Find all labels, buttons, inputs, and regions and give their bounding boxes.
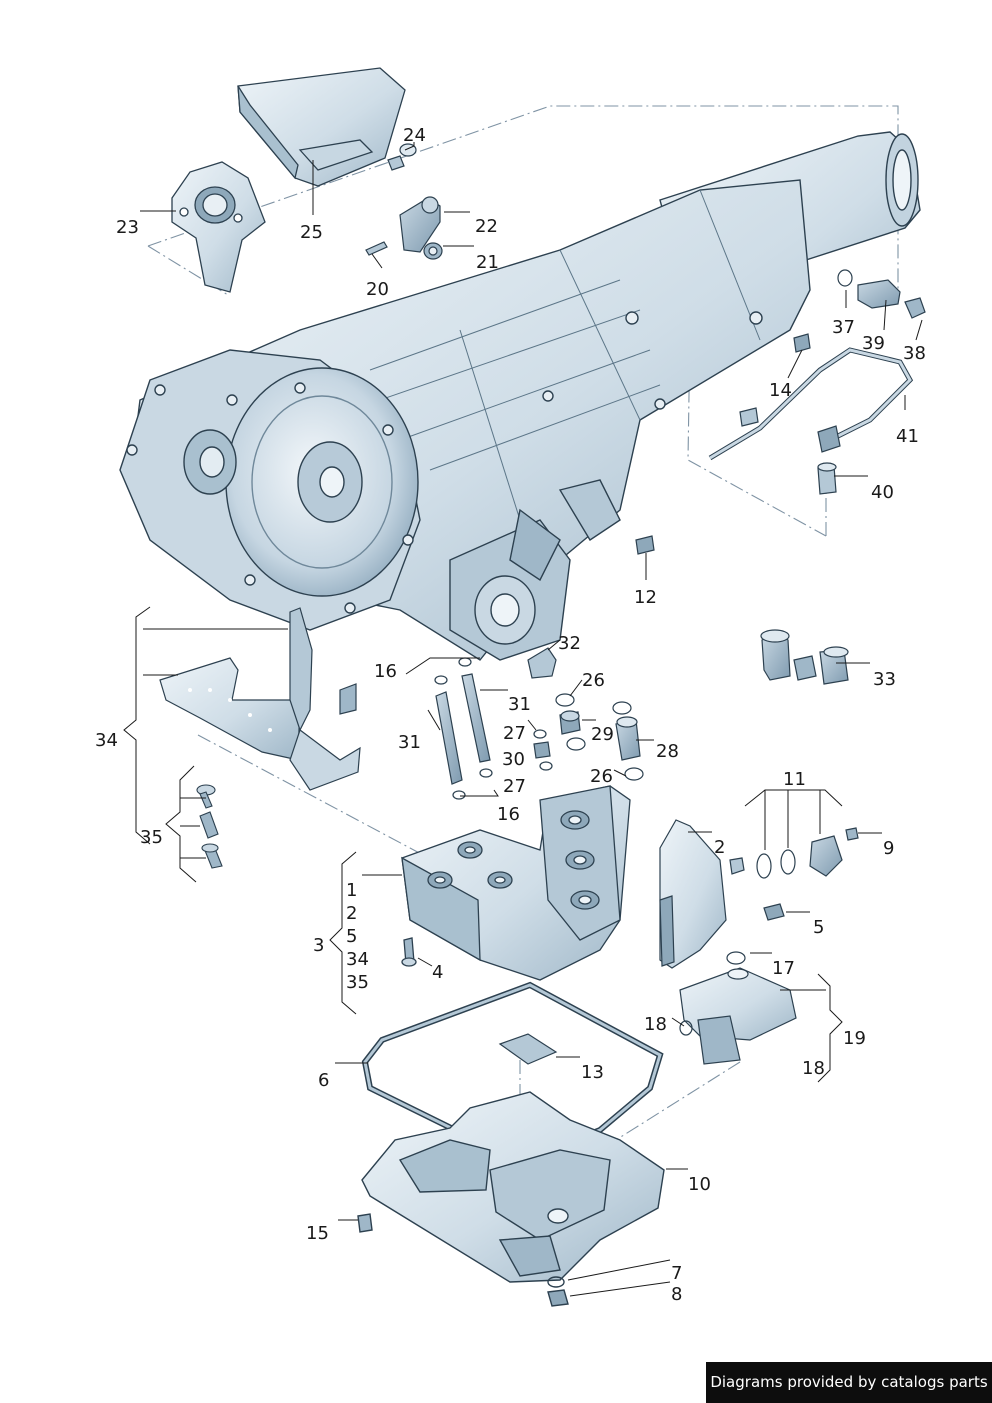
- callout-label: 18: [644, 1014, 667, 1035]
- callout-label: 3: [313, 935, 325, 956]
- valve-body-callout-list: 1 2 5 34 35: [346, 879, 369, 994]
- callout-label: 29: [591, 724, 614, 745]
- callout-label: 1: [346, 880, 358, 901]
- callout-label: 2: [714, 837, 726, 858]
- callout-label: 16: [374, 661, 397, 682]
- callout-label: 17: [772, 958, 795, 979]
- callout-label: 6: [318, 1070, 330, 1091]
- callout-label: 37: [832, 317, 855, 338]
- callout-label: 31: [508, 694, 531, 715]
- oil-pan: [357, 1091, 665, 1307]
- control-unit-plate: [659, 819, 785, 969]
- callout-label: 28: [656, 741, 679, 762]
- callout-label: 16: [497, 804, 520, 825]
- callout-label: 31: [398, 732, 421, 753]
- callout-label: 41: [896, 426, 919, 447]
- callout-label: 27: [503, 723, 526, 744]
- callout-label: 24: [403, 125, 426, 146]
- callout-label: 34: [346, 949, 369, 970]
- callout-label: 4: [432, 962, 444, 983]
- callout-label: 18: [802, 1058, 825, 1079]
- oil-tubes-and-seals: [434, 647, 644, 800]
- wiring-connector-plate: [159, 607, 361, 791]
- callout-label: 34: [95, 730, 118, 751]
- callout-label: 21: [476, 252, 499, 273]
- callout-label: 27: [503, 776, 526, 797]
- callout-label: 15: [306, 1223, 329, 1244]
- credit-banner: Diagrams provided by catalogs parts: [706, 1362, 992, 1403]
- filter-adapter-assembly: [760, 629, 849, 685]
- callout-label: 23: [116, 217, 139, 238]
- callout-label: 33: [873, 669, 896, 690]
- callout-label: 11: [783, 769, 806, 790]
- callout-label: 8: [671, 1284, 683, 1305]
- pressure-sensor: [756, 827, 859, 879]
- valve-body: [401, 785, 631, 981]
- group-brackets: [123, 606, 843, 1083]
- mounting-bracket: [171, 161, 266, 293]
- oil-filter: [679, 951, 797, 1065]
- callout-label: 30: [502, 749, 525, 770]
- callout-label: 38: [903, 343, 926, 364]
- screws: [196, 784, 223, 869]
- callout-label: 5: [813, 917, 825, 938]
- transmission-case: [119, 131, 921, 661]
- speed-sensor-harness: [635, 269, 926, 555]
- leader-lines: [140, 142, 923, 1297]
- callout-label: 20: [366, 279, 389, 300]
- callout-label: 26: [590, 766, 613, 787]
- callout-label: 32: [558, 633, 581, 654]
- callout-label: 12: [634, 587, 657, 608]
- callout-label: 7: [671, 1263, 683, 1284]
- heat-shield: [237, 67, 406, 187]
- callout-label: 35: [346, 972, 369, 993]
- callout-label: 10: [688, 1174, 711, 1195]
- callout-label: 5: [346, 926, 358, 947]
- callout-label: 35: [140, 827, 163, 848]
- callout-label: 22: [475, 216, 498, 237]
- callout-label: 19: [843, 1028, 866, 1049]
- callout-label: 26: [582, 670, 605, 691]
- callout-label: 25: [300, 222, 323, 243]
- callout-label: 39: [862, 333, 885, 354]
- callout-label: 9: [883, 838, 895, 859]
- callout-label: 2: [346, 903, 358, 924]
- callout-label: 40: [871, 482, 894, 503]
- callout-label: 13: [581, 1062, 604, 1083]
- oil-pan-gasket: [361, 981, 664, 1166]
- callout-label: 14: [769, 380, 792, 401]
